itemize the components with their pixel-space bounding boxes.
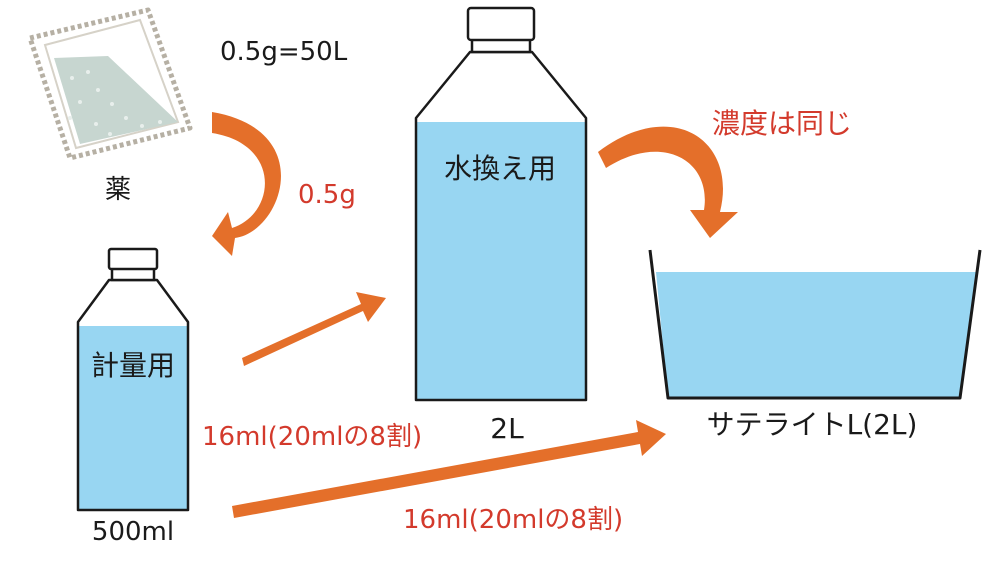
measuring-bottle-label: 計量用: [91, 349, 175, 382]
arrow-to-water-change-bottle: [242, 292, 386, 366]
water-change-bottle-water: [416, 122, 586, 400]
curved-arrow-medicine-to-bottle: [212, 112, 281, 256]
to-bottle-amount-text: 16ml(20mlの8割): [202, 422, 422, 452]
curved-arrow-bottle-to-tank: [598, 126, 738, 238]
medicine-amount-text: 0.5g: [298, 180, 356, 210]
water-change-bottle-capacity: 2L: [490, 412, 524, 445]
water-change-bottle-label: 水換え用: [444, 152, 556, 185]
tank-label: サテライトL(2L): [707, 408, 918, 441]
to-tank-amount-text: 16ml(20mlの8割): [403, 505, 623, 535]
measuring-bottle-water: [78, 326, 188, 510]
measuring-bottle-capacity: 500ml: [92, 517, 174, 547]
medicine-packet-icon: [27, 7, 193, 161]
medicine-label: 薬: [105, 175, 131, 205]
measuring-bottle: [76, 247, 190, 512]
dosage-ratio-text: 0.5g=50L: [220, 37, 348, 67]
same-concentration-text: 濃度は同じ: [712, 107, 852, 140]
arrow-to-tank: [232, 420, 666, 518]
water-change-bottle: [414, 6, 588, 402]
tank-icon: [648, 249, 982, 400]
tank-water: [656, 272, 976, 398]
